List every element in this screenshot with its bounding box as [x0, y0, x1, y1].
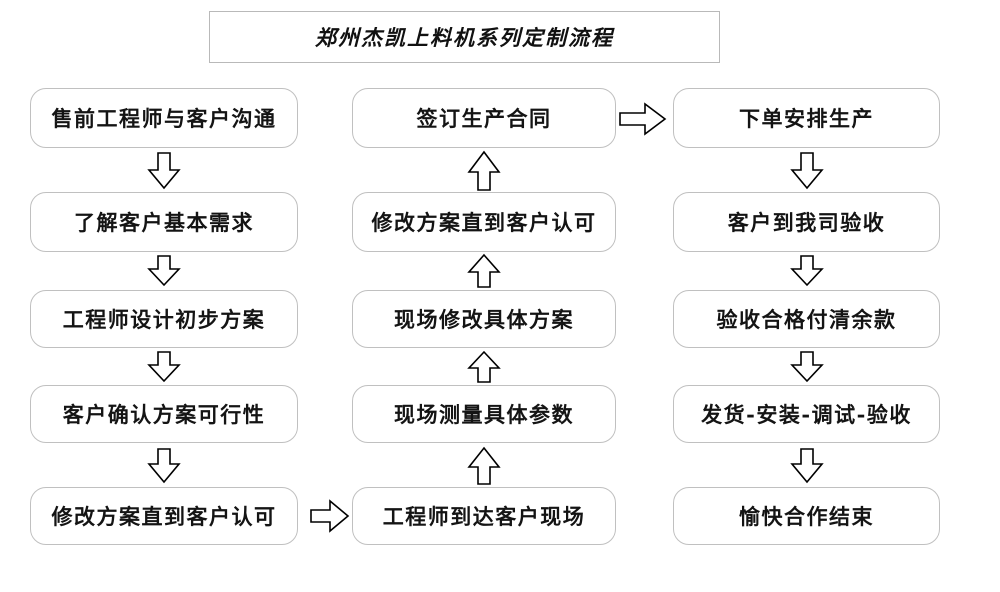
node-label: 下单安排生产: [739, 106, 874, 131]
node-left-2[interactable]: 了解客户基本需求: [30, 192, 298, 252]
node-middle-5[interactable]: 工程师到达客户现场: [352, 487, 616, 545]
arrow-up-icon: [466, 150, 502, 192]
arrow-up-icon: [466, 253, 502, 289]
page-title: 郑州杰凯上料机系列定制流程: [315, 25, 614, 50]
arrow-down-icon: [789, 152, 825, 190]
arrow-down-icon: [146, 255, 182, 287]
node-right-3[interactable]: 验收合格付清余款: [673, 290, 940, 348]
node-left-4[interactable]: 客户确认方案可行性: [30, 385, 298, 443]
arrow-down-icon: [146, 448, 182, 484]
arrow-up-icon: [466, 446, 502, 486]
node-label: 现场修改具体方案: [394, 307, 574, 332]
arrow-down-icon: [789, 351, 825, 383]
node-label: 愉快合作结束: [739, 504, 874, 529]
node-label: 售前工程师与客户沟通: [51, 106, 277, 131]
node-label: 工程师设计初步方案: [62, 307, 266, 332]
node-label: 发货-安装-调试-验收: [701, 402, 912, 427]
node-label: 修改方案直到客户认可: [51, 504, 277, 529]
node-right-1[interactable]: 下单安排生产: [673, 88, 940, 148]
node-label: 验收合格付清余款: [716, 307, 897, 332]
arrow-down-icon: [789, 448, 825, 484]
node-label: 现场测量具体参数: [394, 402, 574, 427]
node-middle-3[interactable]: 现场修改具体方案: [352, 290, 616, 348]
node-left-1[interactable]: 售前工程师与客户沟通: [30, 88, 298, 148]
node-right-2[interactable]: 客户到我司验收: [673, 192, 940, 252]
arrow-down-icon: [789, 255, 825, 287]
node-middle-4[interactable]: 现场测量具体参数: [352, 385, 616, 443]
node-right-4[interactable]: 发货-安装-调试-验收: [673, 385, 940, 443]
node-middle-1[interactable]: 签订生产合同: [352, 88, 616, 148]
arrow-up-icon: [466, 350, 502, 384]
arrow-down-icon: [146, 152, 182, 190]
arrow-down-icon: [146, 351, 182, 383]
arrow-right-icon: [310, 499, 350, 533]
node-label: 了解客户基本需求: [74, 210, 254, 235]
node-right-5[interactable]: 愉快合作结束: [673, 487, 940, 545]
node-left-3[interactable]: 工程师设计初步方案: [30, 290, 298, 348]
node-label: 签订生产合同: [416, 106, 552, 131]
node-left-5[interactable]: 修改方案直到客户认可: [30, 487, 298, 545]
node-label: 修改方案直到客户认可: [371, 210, 597, 235]
node-label: 客户确认方案可行性: [62, 402, 266, 427]
arrow-right-icon: [619, 101, 667, 137]
node-label: 工程师到达客户现场: [382, 504, 586, 529]
node-middle-2[interactable]: 修改方案直到客户认可: [352, 192, 616, 252]
title-banner: 郑州杰凯上料机系列定制流程: [209, 11, 720, 63]
node-label: 客户到我司验收: [727, 210, 886, 235]
